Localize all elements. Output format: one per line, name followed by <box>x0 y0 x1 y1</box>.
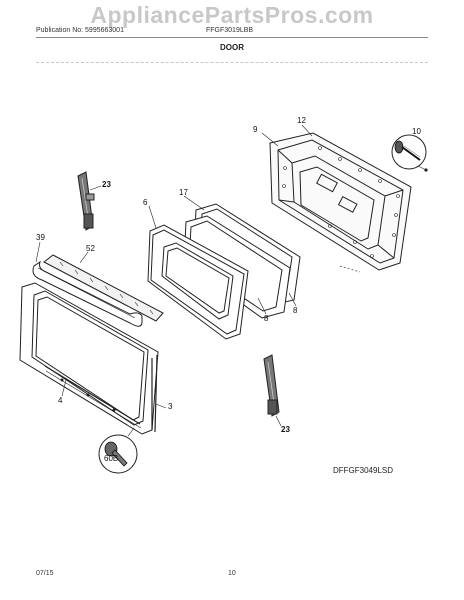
dash-guide <box>339 265 361 273</box>
callout-8-right: 8 <box>293 306 298 315</box>
callout-60b: 60B <box>104 454 119 463</box>
callout-9: 9 <box>253 125 258 134</box>
publication-number: Publication No: 5995663001 <box>36 27 124 34</box>
door-trim-part-52 <box>43 254 164 322</box>
leader-39 <box>35 241 41 263</box>
model-number: FFGF3019LBB <box>206 27 254 34</box>
leader-52 <box>79 251 89 264</box>
callout-17: 17 <box>179 188 188 197</box>
callout-23-top: 23 <box>102 180 111 189</box>
leader-8-right <box>288 292 297 307</box>
section-title: DOOR <box>220 43 244 52</box>
diagram-code: DFFGF3049LSD <box>333 466 394 475</box>
leader-8-left <box>257 297 267 315</box>
callout-12: 12 <box>297 116 306 125</box>
callout-10: 10 <box>412 127 421 136</box>
footer-page-number: 10 <box>228 570 236 577</box>
door-handle-part-39 <box>32 260 143 327</box>
leader-23-bottom <box>275 415 282 427</box>
watermark: AppliancePartsPros.com <box>90 2 374 28</box>
callout-8-left: 8 <box>264 314 269 323</box>
hinge-part-23-top <box>77 171 95 231</box>
leader-3 <box>155 403 167 409</box>
callout-39: 39 <box>36 233 45 242</box>
leader-4 <box>61 379 67 397</box>
screw-part-10 <box>391 134 428 172</box>
leader-9 <box>261 132 279 147</box>
leader-17 <box>183 195 205 211</box>
leader-12 <box>301 124 313 137</box>
door-frame-part-6 <box>147 224 249 340</box>
callout-6: 6 <box>143 198 148 207</box>
header-rule <box>36 37 428 38</box>
callout-52: 52 <box>86 244 95 253</box>
callout-3: 3 <box>168 402 173 411</box>
door-liner-part-12 <box>269 132 412 271</box>
door-screws-row <box>60 378 116 412</box>
screw-part-60b <box>98 427 138 474</box>
leader-23-top <box>89 185 102 191</box>
callout-23-bottom: 23 <box>281 425 290 434</box>
footer-date: 07/15 <box>36 570 54 577</box>
callout-4: 4 <box>58 396 63 405</box>
leader-6 <box>148 205 157 229</box>
section-rule <box>36 62 428 63</box>
hinge-part-23-bottom <box>263 354 280 417</box>
